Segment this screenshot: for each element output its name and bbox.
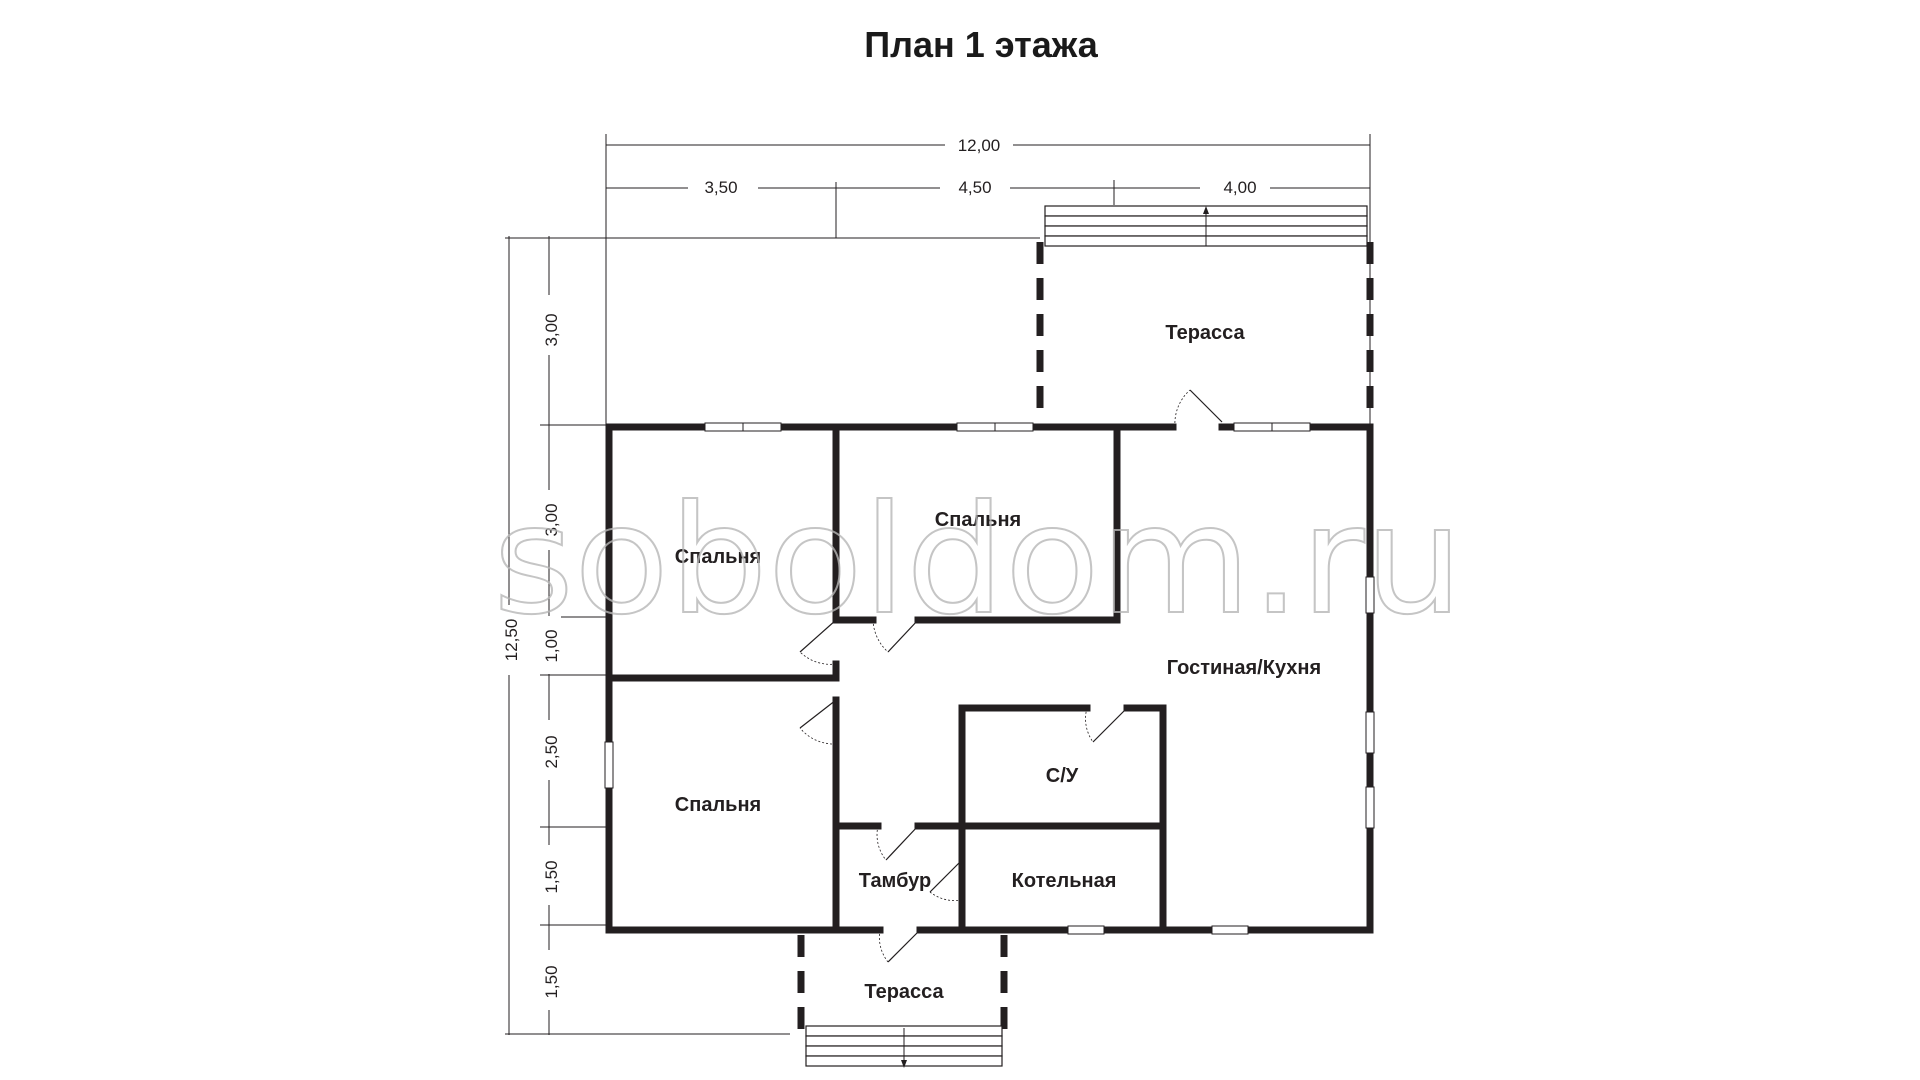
dim-left-2: 3,00: [542, 503, 561, 536]
exterior-walls: [605, 423, 1374, 934]
room-vestibule: Тамбур: [859, 870, 932, 892]
room-bedroom-top-middle: Спальня: [935, 509, 1021, 531]
dim-left-5: 1,50: [542, 860, 561, 893]
room-bedroom-top-left: Спальня: [675, 546, 761, 568]
dim-top-1: 3,50: [704, 178, 737, 197]
left-dimensions: 12,50 3,00 3,00 1,00 2,50 1,50 1,50: [497, 236, 790, 1035]
stairs-top: [1044, 205, 1368, 247]
room-boiler: Котельная: [1012, 870, 1117, 892]
dim-left-6: 1,50: [542, 965, 561, 998]
stairs-bottom: [805, 1025, 1003, 1068]
room-labels: Терасса Спальня Спальня Гостиная/Кухня С…: [675, 322, 1321, 1003]
dim-left-1: 3,00: [542, 313, 561, 346]
watermark: soboldom.ru: [493, 474, 1463, 648]
dim-top-3: 4,00: [1223, 178, 1256, 197]
interior-walls: [605, 423, 1167, 932]
doors: [799, 389, 1223, 963]
terrace-top-outline: [1036, 242, 1374, 422]
dim-left-total: 12,50: [502, 619, 521, 662]
page-title: План 1 этажа: [864, 24, 1099, 65]
dim-left-3: 1,00: [542, 629, 561, 662]
terrace-bottom-outline: [797, 935, 1008, 1030]
room-living-kitchen: Гостиная/Кухня: [1167, 657, 1321, 679]
dim-top-2: 4,50: [958, 178, 991, 197]
room-bedroom-bottom-left: Спальня: [675, 794, 761, 816]
dim-top-total: 12,00: [958, 136, 1001, 155]
room-terrace-top: Терасса: [1165, 322, 1245, 344]
room-terrace-bottom: Терасса: [864, 981, 944, 1003]
top-dimensions: 12,00 3,50 4,50 4,00: [605, 133, 1371, 425]
windows: [604, 422, 1375, 935]
dim-left-4: 2,50: [542, 735, 561, 768]
room-bathroom: С/У: [1046, 765, 1079, 787]
